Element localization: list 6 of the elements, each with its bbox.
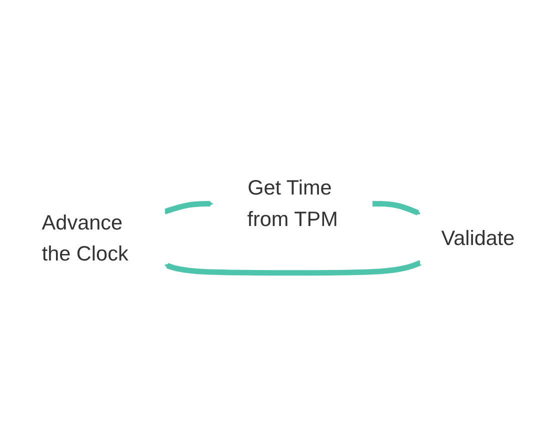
node-text: Advance the Clock xyxy=(42,211,128,266)
arrow xyxy=(164,260,422,276)
node-text: Get Time from TPM xyxy=(247,176,338,231)
arrow xyxy=(372,200,421,216)
node-text: Validate xyxy=(441,226,515,250)
arrow xyxy=(164,200,214,214)
